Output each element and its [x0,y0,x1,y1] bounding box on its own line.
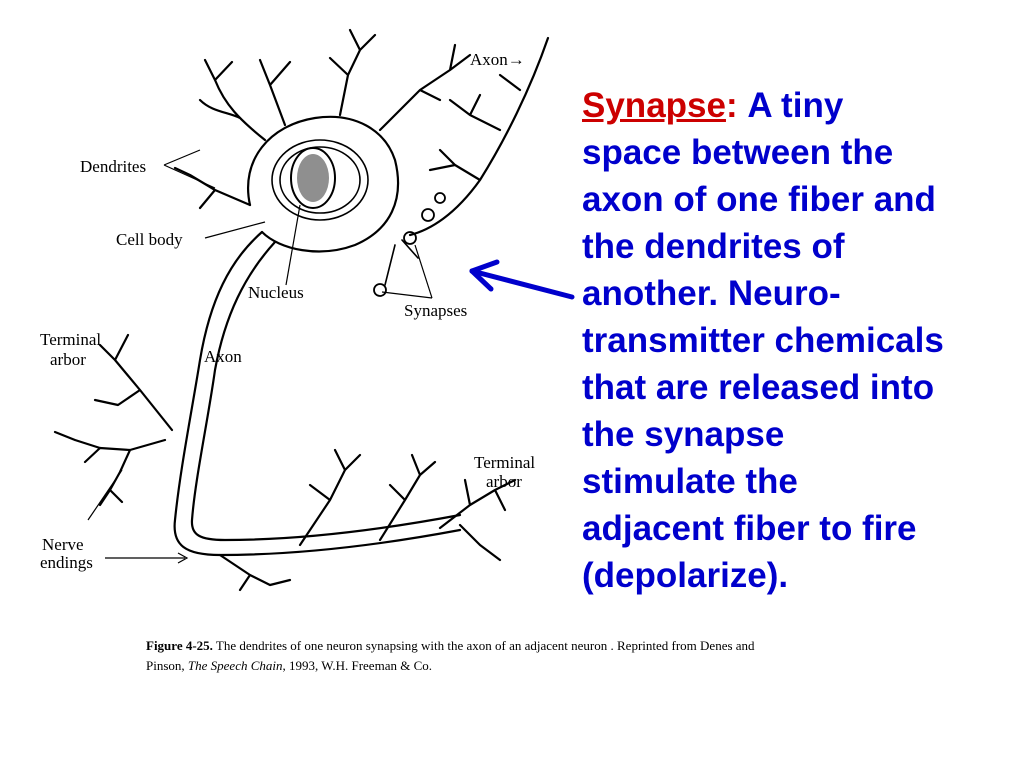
definition-line: stimulate the [582,462,798,501]
label-dendrites: Dendrites [80,157,146,176]
definition-line: A tiny [747,86,844,125]
synapse-definition: Synapse: A tiny space between the axon o… [582,82,1012,599]
definition-line: transmitter chemicals [582,321,944,360]
caption-text-1: The dendrites of one neuron synapsing wi… [146,638,755,673]
definition-line: space between the [582,133,894,172]
label-terminal-arbor-right-2: arbor [486,472,522,491]
label-synapses: Synapses [404,301,467,320]
cell-body-ring [279,146,361,214]
synapse-bulbs [373,192,446,297]
label-pointers [87,149,433,564]
terminal-arbor-right [298,448,517,562]
nucleus-chromatin [297,154,329,202]
cell-body-outline [247,115,400,253]
definition-line: another. Neuro- [582,274,841,313]
label-terminal-arbor-left-2: arbor [50,350,86,369]
definition-colon: : [725,86,738,125]
definition-text: A tiny space between the axon of one fib… [582,86,1012,599]
figure-caption: Figure 4-25. The dendrites of one neuron… [146,636,786,676]
label-axon-middle: Axon [204,347,242,366]
label-cell-body: Cell body [116,230,183,249]
definition-line: that are released into [582,368,935,407]
caption-text-2: , 1993, W.H. Freeman & Co. [282,658,433,673]
incoming-axon [408,36,550,237]
label-terminal-arbor-left-1: Terminal [40,330,101,349]
nerve-endings [218,553,292,592]
label-nerve-endings-1: Nerve [42,535,84,554]
definition-term: Synapse [582,86,726,125]
definition-line: adjacent fiber to fire [582,509,917,548]
neuron-illustration [53,28,550,592]
cell-body-ring [271,139,369,221]
main-axon-inner [190,240,462,542]
dendrite-branch [173,28,472,210]
label-nerve-endings-2: endings [40,553,93,572]
label-terminal-arbor-right-1: Terminal [474,453,535,472]
definition-line: the synapse [582,415,785,454]
definition-line: (depolarize). [582,556,789,595]
synapse-pointer-arrow [469,259,575,300]
main-axon [173,230,462,557]
definition-line: axon of one fiber and [582,180,936,219]
label-nucleus: Nucleus [248,283,304,302]
caption-figure-label: Figure 4-25. [146,638,213,653]
label-axon-top: Axon→ [470,50,525,69]
caption-book-title: The Speech Chain [187,658,283,673]
definition-line: the dendrites of [582,227,845,266]
